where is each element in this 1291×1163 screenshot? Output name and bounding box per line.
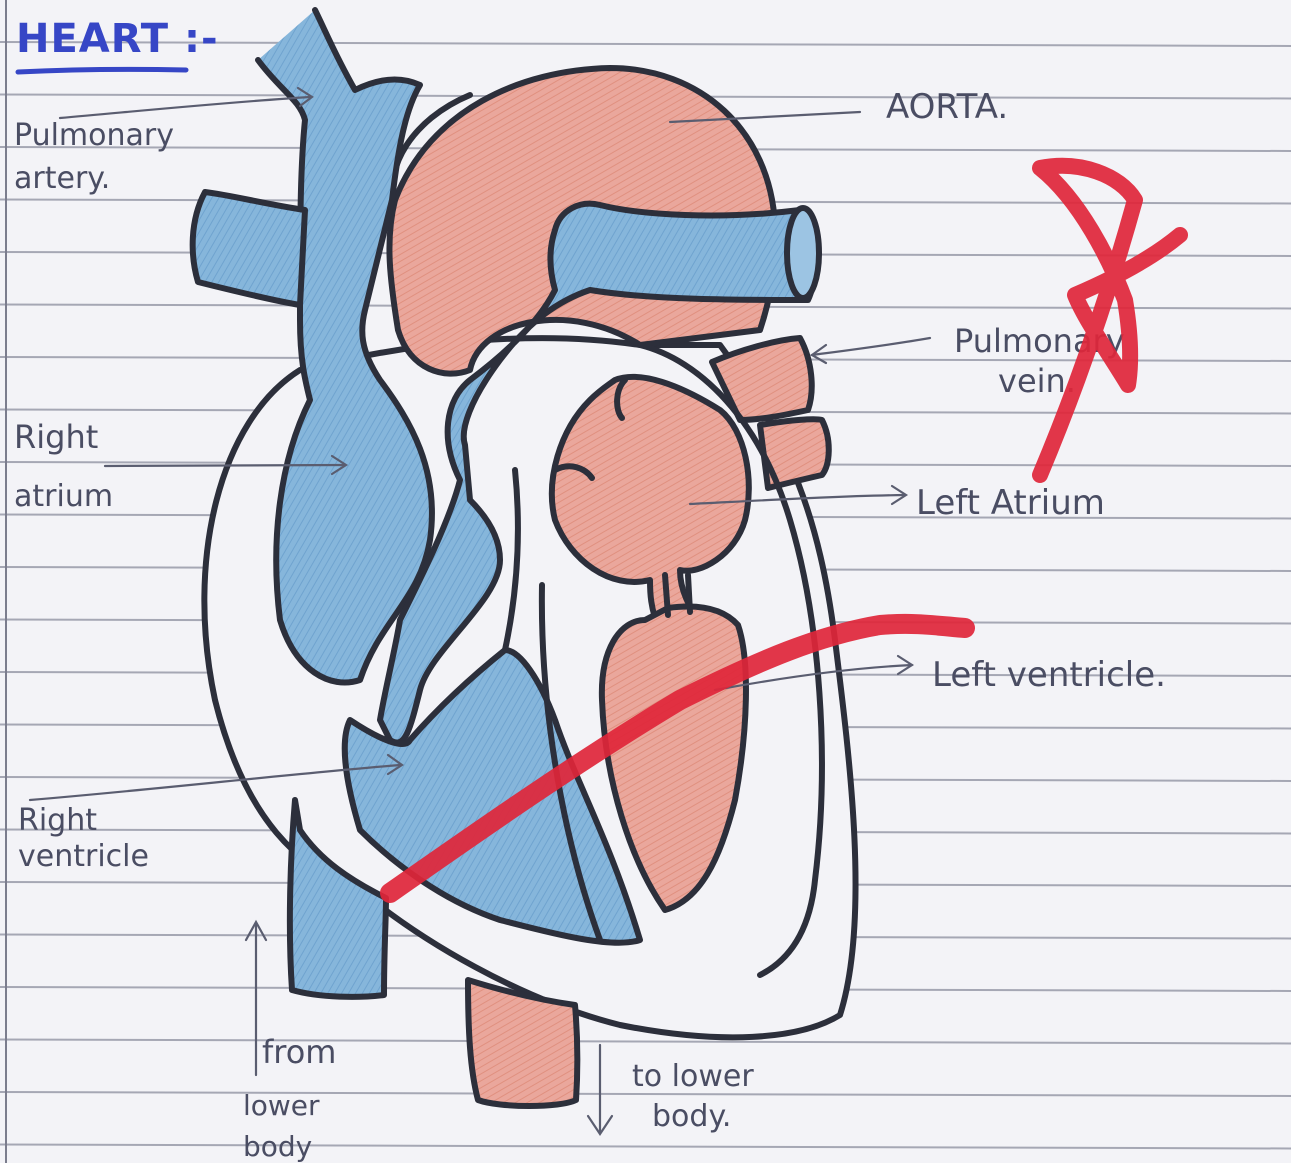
ruled-line	[0, 1145, 1291, 1149]
label-right-atrium-line1: Right	[14, 418, 98, 456]
leader-pulmonary-vein	[812, 338, 930, 355]
page-title: HEART :-	[16, 16, 219, 62]
mitral-valve-right	[688, 575, 690, 612]
label-aorta: AORTA.	[886, 87, 1008, 127]
label-right-ventricle-line2: ventricle	[18, 839, 149, 874]
label-left-atrium: Left Atrium	[916, 483, 1105, 523]
pulmonary-vein-lower	[760, 419, 829, 488]
title-underline	[18, 69, 186, 72]
label-pulmonary-artery-line1: Pulmonary	[14, 118, 174, 153]
pulmonary-artery-opening	[787, 208, 819, 298]
label-to-lower-body-line1: to lower	[632, 1059, 754, 1094]
mitral-valve-left	[665, 575, 668, 615]
label-to-lower-body-line2: body.	[652, 1099, 731, 1134]
leader-right-atrium	[105, 465, 345, 466]
red-check-mark	[1040, 166, 1180, 475]
ruled-line	[0, 1040, 1291, 1044]
label-right-ventricle-line1: Right	[18, 803, 97, 838]
label-pulmonary-artery-line2: artery.	[14, 161, 110, 196]
label-left-ventricle: Left ventricle.	[932, 655, 1166, 695]
pulmonary-artery-branch-left	[193, 192, 305, 305]
label-from-lower-body-line2: lower	[243, 1089, 320, 1122]
label-from-lower-body-line3: body	[243, 1130, 312, 1163]
label-right-atrium-line2: atrium	[14, 479, 113, 514]
label-from-lower-body-line1: from	[262, 1033, 336, 1071]
leader-pulmonary-artery	[60, 97, 310, 118]
